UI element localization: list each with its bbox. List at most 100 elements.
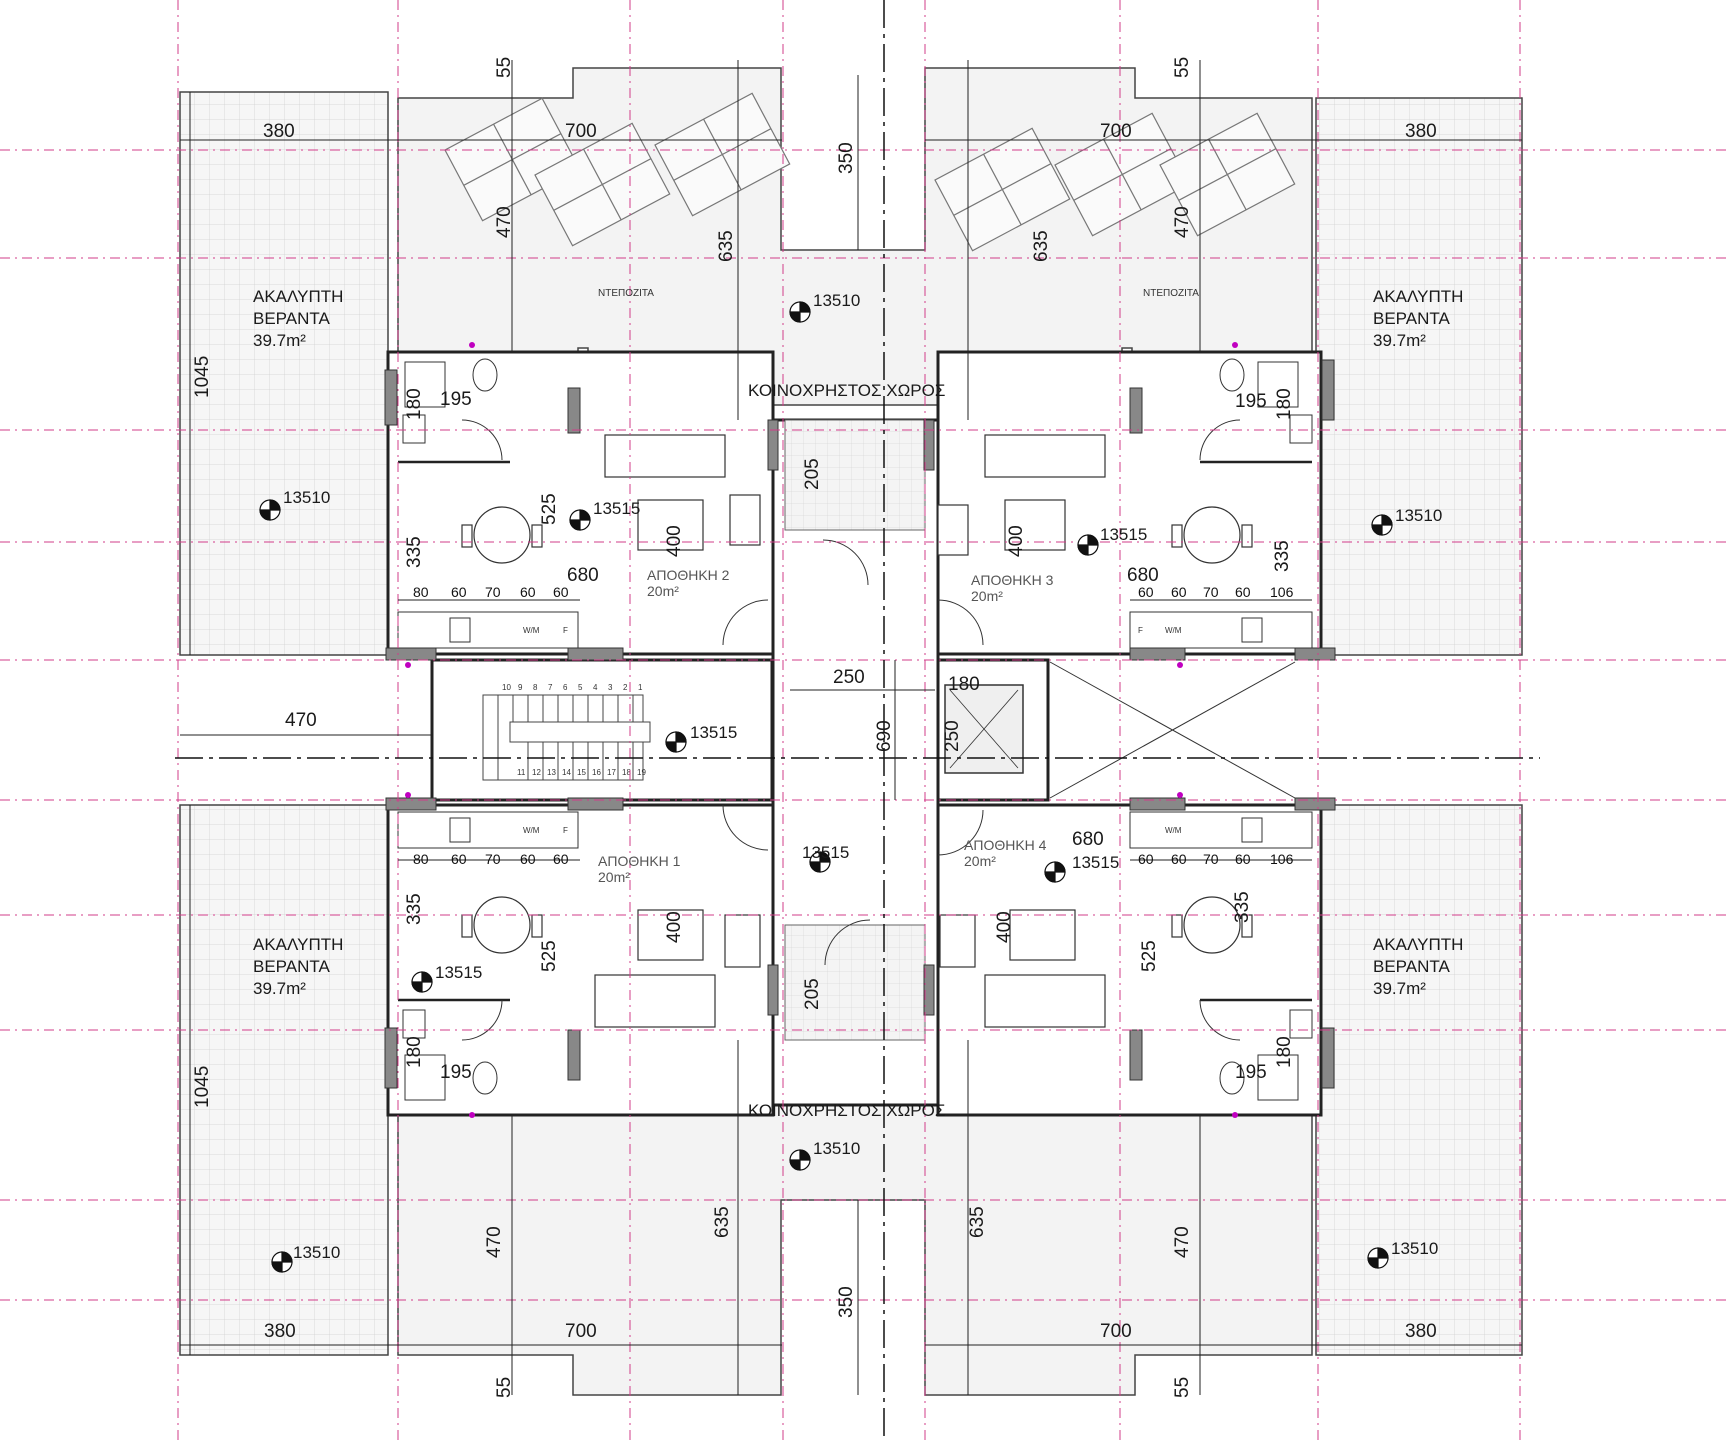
level-values: 13510 13510 13510 13515 13515 13515 1351… — [283, 291, 1442, 1262]
step-label: 19 — [637, 768, 646, 777]
solar-panels-right — [934, 112, 1296, 252]
fridge-label: F — [563, 626, 568, 635]
dim-text: 60 — [1171, 851, 1187, 867]
dim-text: 180 — [404, 1036, 425, 1068]
dim-text: 250 — [942, 720, 963, 752]
storage-area: 20m² — [971, 588, 1003, 604]
balcony-area: 39.7m² — [1373, 331, 1426, 350]
dim-text: 380 — [263, 121, 295, 142]
dim-text: 400 — [664, 525, 685, 557]
dim-text: 335 — [404, 536, 425, 568]
horizontal-dimensions: 380 380 380 380 700 700 700 700 195 195 … — [263, 121, 1437, 1342]
dim-text: 680 — [1072, 829, 1104, 850]
dim-text: 470 — [1172, 1226, 1193, 1258]
dim-text: 380 — [1405, 1321, 1437, 1342]
level-value: 13515 — [1072, 853, 1119, 872]
dim-text: 335 — [1272, 540, 1293, 572]
dim-text: 195 — [1235, 391, 1267, 412]
dim-text: 60 — [451, 584, 467, 600]
bathroom-fixtures — [402, 358, 1313, 1101]
storage-labels: ΑΠΟΘΗΚΗ 2 20m² ΑΠΟΘΗΚΗ 3 20m² ΑΠΟΘΗΚΗ 1 … — [598, 567, 1054, 885]
dim-text: 80 — [413, 851, 429, 867]
dim-text: 700 — [1100, 121, 1132, 142]
balcony-title: ΒΕΡΑΝΤΑ — [1373, 957, 1450, 976]
dim-text: 700 — [565, 121, 597, 142]
dim-text: 1045 — [192, 1066, 213, 1108]
step-label: 15 — [577, 768, 586, 777]
dim-text: 635 — [712, 1206, 733, 1238]
step-label: 4 — [593, 683, 598, 692]
dim-text: 250 — [833, 667, 865, 688]
appliance-labels: W/M F W/M F W/M F W/M — [523, 626, 1182, 835]
dim-text: 700 — [565, 1321, 597, 1342]
balcony-title: ΑΚΑΛΥΠΤΗ — [253, 935, 343, 954]
step-label: 11 — [517, 768, 526, 777]
storage-area: 20m² — [964, 853, 996, 869]
balcony-top-right — [1315, 97, 1523, 656]
dim-text: 195 — [1235, 1062, 1267, 1083]
stair-upper — [784, 419, 926, 531]
storage-label: ΑΠΟΘΗΚΗ 2 — [647, 567, 730, 583]
fridge-label: F — [1138, 626, 1143, 635]
washer-label: W/M — [1165, 626, 1182, 635]
balcony-bottom-right — [1315, 804, 1523, 1356]
dim-text: 70 — [1203, 584, 1219, 600]
dim-text: 55 — [1172, 1377, 1193, 1398]
markers — [405, 342, 1238, 1118]
dim-text: 55 — [494, 57, 515, 78]
washer-label: W/M — [523, 626, 540, 635]
dim-text: 1045 — [192, 356, 213, 398]
dim-text: 350 — [836, 1286, 857, 1318]
dim-text: 55 — [494, 1377, 515, 1398]
balcony-title: ΒΕΡΑΝΤΑ — [253, 309, 330, 328]
dim-text: 60 — [1235, 851, 1251, 867]
balcony-title: ΒΕΡΑΝΤΑ — [1373, 309, 1450, 328]
level-value: 13510 — [293, 1243, 340, 1262]
dim-text: 470 — [484, 1226, 505, 1258]
dim-text: 60 — [553, 851, 569, 867]
dim-text: 380 — [264, 1321, 296, 1342]
balcony-area: 39.7m² — [1373, 979, 1426, 998]
step-label: 7 — [548, 683, 553, 692]
dim-text: 400 — [1006, 525, 1027, 557]
dim-text: 60 — [1138, 851, 1154, 867]
balcony-title: ΑΚΑΛΥΠΤΗ — [1373, 287, 1463, 306]
dim-text: 70 — [485, 584, 501, 600]
storage-label: ΑΠΟΘΗΚΗ 4 — [964, 837, 1047, 853]
dim-text: 470 — [285, 710, 317, 731]
common-area-label: ΚΟΙΝΟΧΡΗΣΤΟΣ ΧΩΡΟΣ — [748, 1101, 945, 1120]
fridge-label: F — [563, 826, 568, 835]
dim-text: 60 — [520, 584, 536, 600]
stair-lower — [784, 924, 926, 1041]
common-area-label: ΚΟΙΝΟΧΡΗΣΤΟΣ ΧΩΡΟΣ — [748, 381, 945, 400]
washer-label: W/M — [523, 826, 540, 835]
kitchen-counters — [397, 611, 1313, 849]
dim-text: 106 — [1270, 584, 1294, 600]
dim-text: 60 — [1171, 584, 1187, 600]
dim-text: 680 — [567, 565, 599, 586]
step-label: 2 — [623, 683, 628, 692]
stair-step-numbers-top: 10 9 8 7 6 5 4 3 2 1 — [502, 683, 643, 692]
void — [1049, 661, 1296, 799]
balcony-area: 39.7m² — [253, 331, 306, 350]
vertical-dimensions: 55 55 55 55 470 470 470 470 635 635 635 … — [192, 57, 1295, 1398]
dim-text: 70 — [485, 851, 501, 867]
dim-text: 690 — [874, 720, 895, 752]
storage-label: ΑΠΟΘΗΚΗ 3 — [971, 572, 1054, 588]
balcony-area: 39.7m² — [253, 979, 306, 998]
dim-text: 635 — [1031, 230, 1052, 262]
dim-text: 180 — [1274, 1036, 1295, 1068]
dim-text: 350 — [836, 142, 857, 174]
storage-label: ΑΠΟΘΗΚΗ 1 — [598, 853, 681, 869]
level-value: 13515 — [1100, 525, 1147, 544]
dim-text: 400 — [994, 911, 1015, 943]
step-label: 18 — [622, 768, 631, 777]
step-label: 13 — [547, 768, 556, 777]
dim-text: 55 — [1172, 57, 1193, 78]
balcony-title: ΑΚΑΛΥΠΤΗ — [1373, 935, 1463, 954]
dimension-lines — [180, 60, 1522, 1395]
dim-text: 525 — [539, 493, 560, 525]
water-tanks-label: ΝΤΕΠΟΖΙΤΑ — [1143, 288, 1199, 299]
balcony-title: ΒΕΡΑΝΤΑ — [253, 957, 330, 976]
